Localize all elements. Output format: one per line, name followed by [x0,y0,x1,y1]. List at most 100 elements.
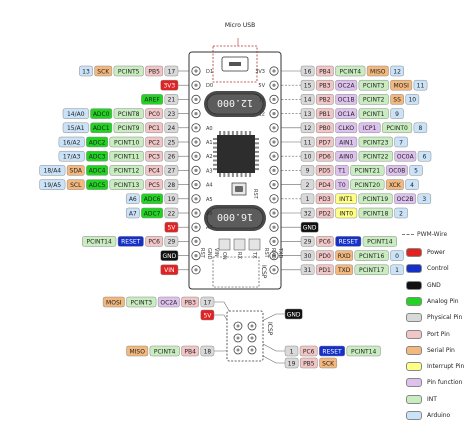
header-hole-right-pad [272,112,276,116]
pin-text: PC6 [303,348,315,355]
pin-text: PD5 [319,168,331,175]
pin-tag [315,150,334,162]
right-row-6-pcint22: PCINT22 [358,150,393,162]
led-block [218,238,261,251]
left-row-6-26: 26 [164,150,179,162]
pin-text: 5V [167,225,176,232]
pin-text: ADC0 [93,111,110,118]
crystal-bottom: 16.000 [204,205,266,231]
pin-text: 2 [399,210,403,217]
chip-lead [240,131,243,135]
chip-lead [255,155,259,158]
legend-label: Serial Pin [427,346,455,354]
right-row-14-pd1: PD1 [315,264,334,276]
chip-lead [213,159,217,162]
icsp-hole-pad [250,348,254,352]
pin-text: RESET [339,239,359,246]
pin-tag [90,122,113,134]
icsp-holes [233,321,257,355]
icsp-left-0-mosi: MOSI [102,296,125,308]
pin-text: T0 [337,182,346,189]
legend-label: Pin function [427,379,463,387]
chip-lead [255,138,259,140]
pin-tag [117,236,144,247]
right-row-8-t0: T0 [335,179,349,190]
pin-tag [358,207,393,219]
legend-label: Arduino [427,412,451,419]
header-hole-right-pad [272,97,276,101]
pin-tag [164,179,179,190]
icsp-left-2-18: 18 [200,345,215,357]
pin-tag [90,108,113,119]
chip-lead [244,173,247,177]
icsp-hole-pad [236,348,240,352]
pin-text: 12 [393,68,401,75]
pin-tag [390,65,404,77]
pin-text: PCINT3 [363,83,385,90]
right-row-4-clko: CLKO [335,122,358,134]
pin-text: ICP1 [363,125,377,132]
board-icsp-label: ICSP [260,265,267,279]
pin-tag [358,122,381,134]
left-pin-labels: 17PB5PCINT5SCK133V321AREF23PC0PCINT8ADC0… [39,65,179,276]
pin-text: 24 [168,125,176,132]
pin-text: 14 [304,97,312,104]
led-label: RX [236,252,242,259]
header-hole-left-pad [194,268,198,272]
pin-text: ADC7 [144,210,161,217]
pin-tag [157,296,180,308]
pin-tag [315,264,334,276]
silk-bottom-right: RXD [270,248,276,259]
left-row-6-adc3: ADC3 [86,150,109,162]
pin-tag [94,65,113,77]
pin-text: A7 [129,210,137,217]
pin-text: PCINT4 [340,68,362,75]
right-row-12-29: 29 [300,236,315,247]
pin-tag [299,357,318,369]
silk-right-label: 12 [259,112,265,118]
left-row-2-aref: AREF [141,94,164,105]
icsp-left-1-5v: 5V [200,309,215,321]
pin-text: PC1 [148,125,160,132]
right-row-9-3: 3 [417,193,432,205]
pin-text: 19 [168,196,176,203]
right-row-4-pb0: PB0 [315,122,334,134]
pin-text: 17 [204,299,212,306]
pin-tag [66,165,85,176]
pin-text: 10 [304,154,312,161]
pin-text: 13 [82,68,90,75]
pin-tag [299,345,318,357]
pin-tag [413,122,428,134]
pin-text: PCINT13 [114,182,140,189]
left-row-5-adc2: ADC2 [86,136,109,148]
right-row-1-pb3: PB3 [315,79,334,91]
reset-button[interactable] [231,182,247,196]
left-row-7-pcint12: PCINT12 [109,165,144,176]
header-hole-left-pad [194,112,198,116]
pin-tag [300,236,315,247]
icsp-pin-labels: 17PB3OC2APCINT3MOSI5V18PB4PCINT4MISOGND1… [102,296,381,369]
pin-tag [164,122,179,134]
pin-text: 0 [395,253,399,260]
pin-tag [335,79,358,91]
pin-tag [417,193,432,205]
icsp-right-0-gnd: GND [284,308,303,320]
header-hole-right-pad [272,268,276,272]
pin-text: PCINT1 [363,111,385,118]
pin-tag [409,165,423,176]
pin-text: PCINT22 [363,154,389,161]
pin-tag [109,136,144,148]
silk-left-label: A2 [206,154,213,160]
pin-text: PB3 [184,299,196,306]
pin-tag [300,136,315,148]
pin-text: PD1 [319,267,331,274]
pin-text: 3 [422,196,426,203]
right-row-9-pd3: PD3 [315,193,334,205]
pin-text: 25 [168,139,176,146]
pin-tag [113,108,144,119]
pin-text: PD4 [319,182,331,189]
pin-text: 18/A4 [44,168,62,175]
